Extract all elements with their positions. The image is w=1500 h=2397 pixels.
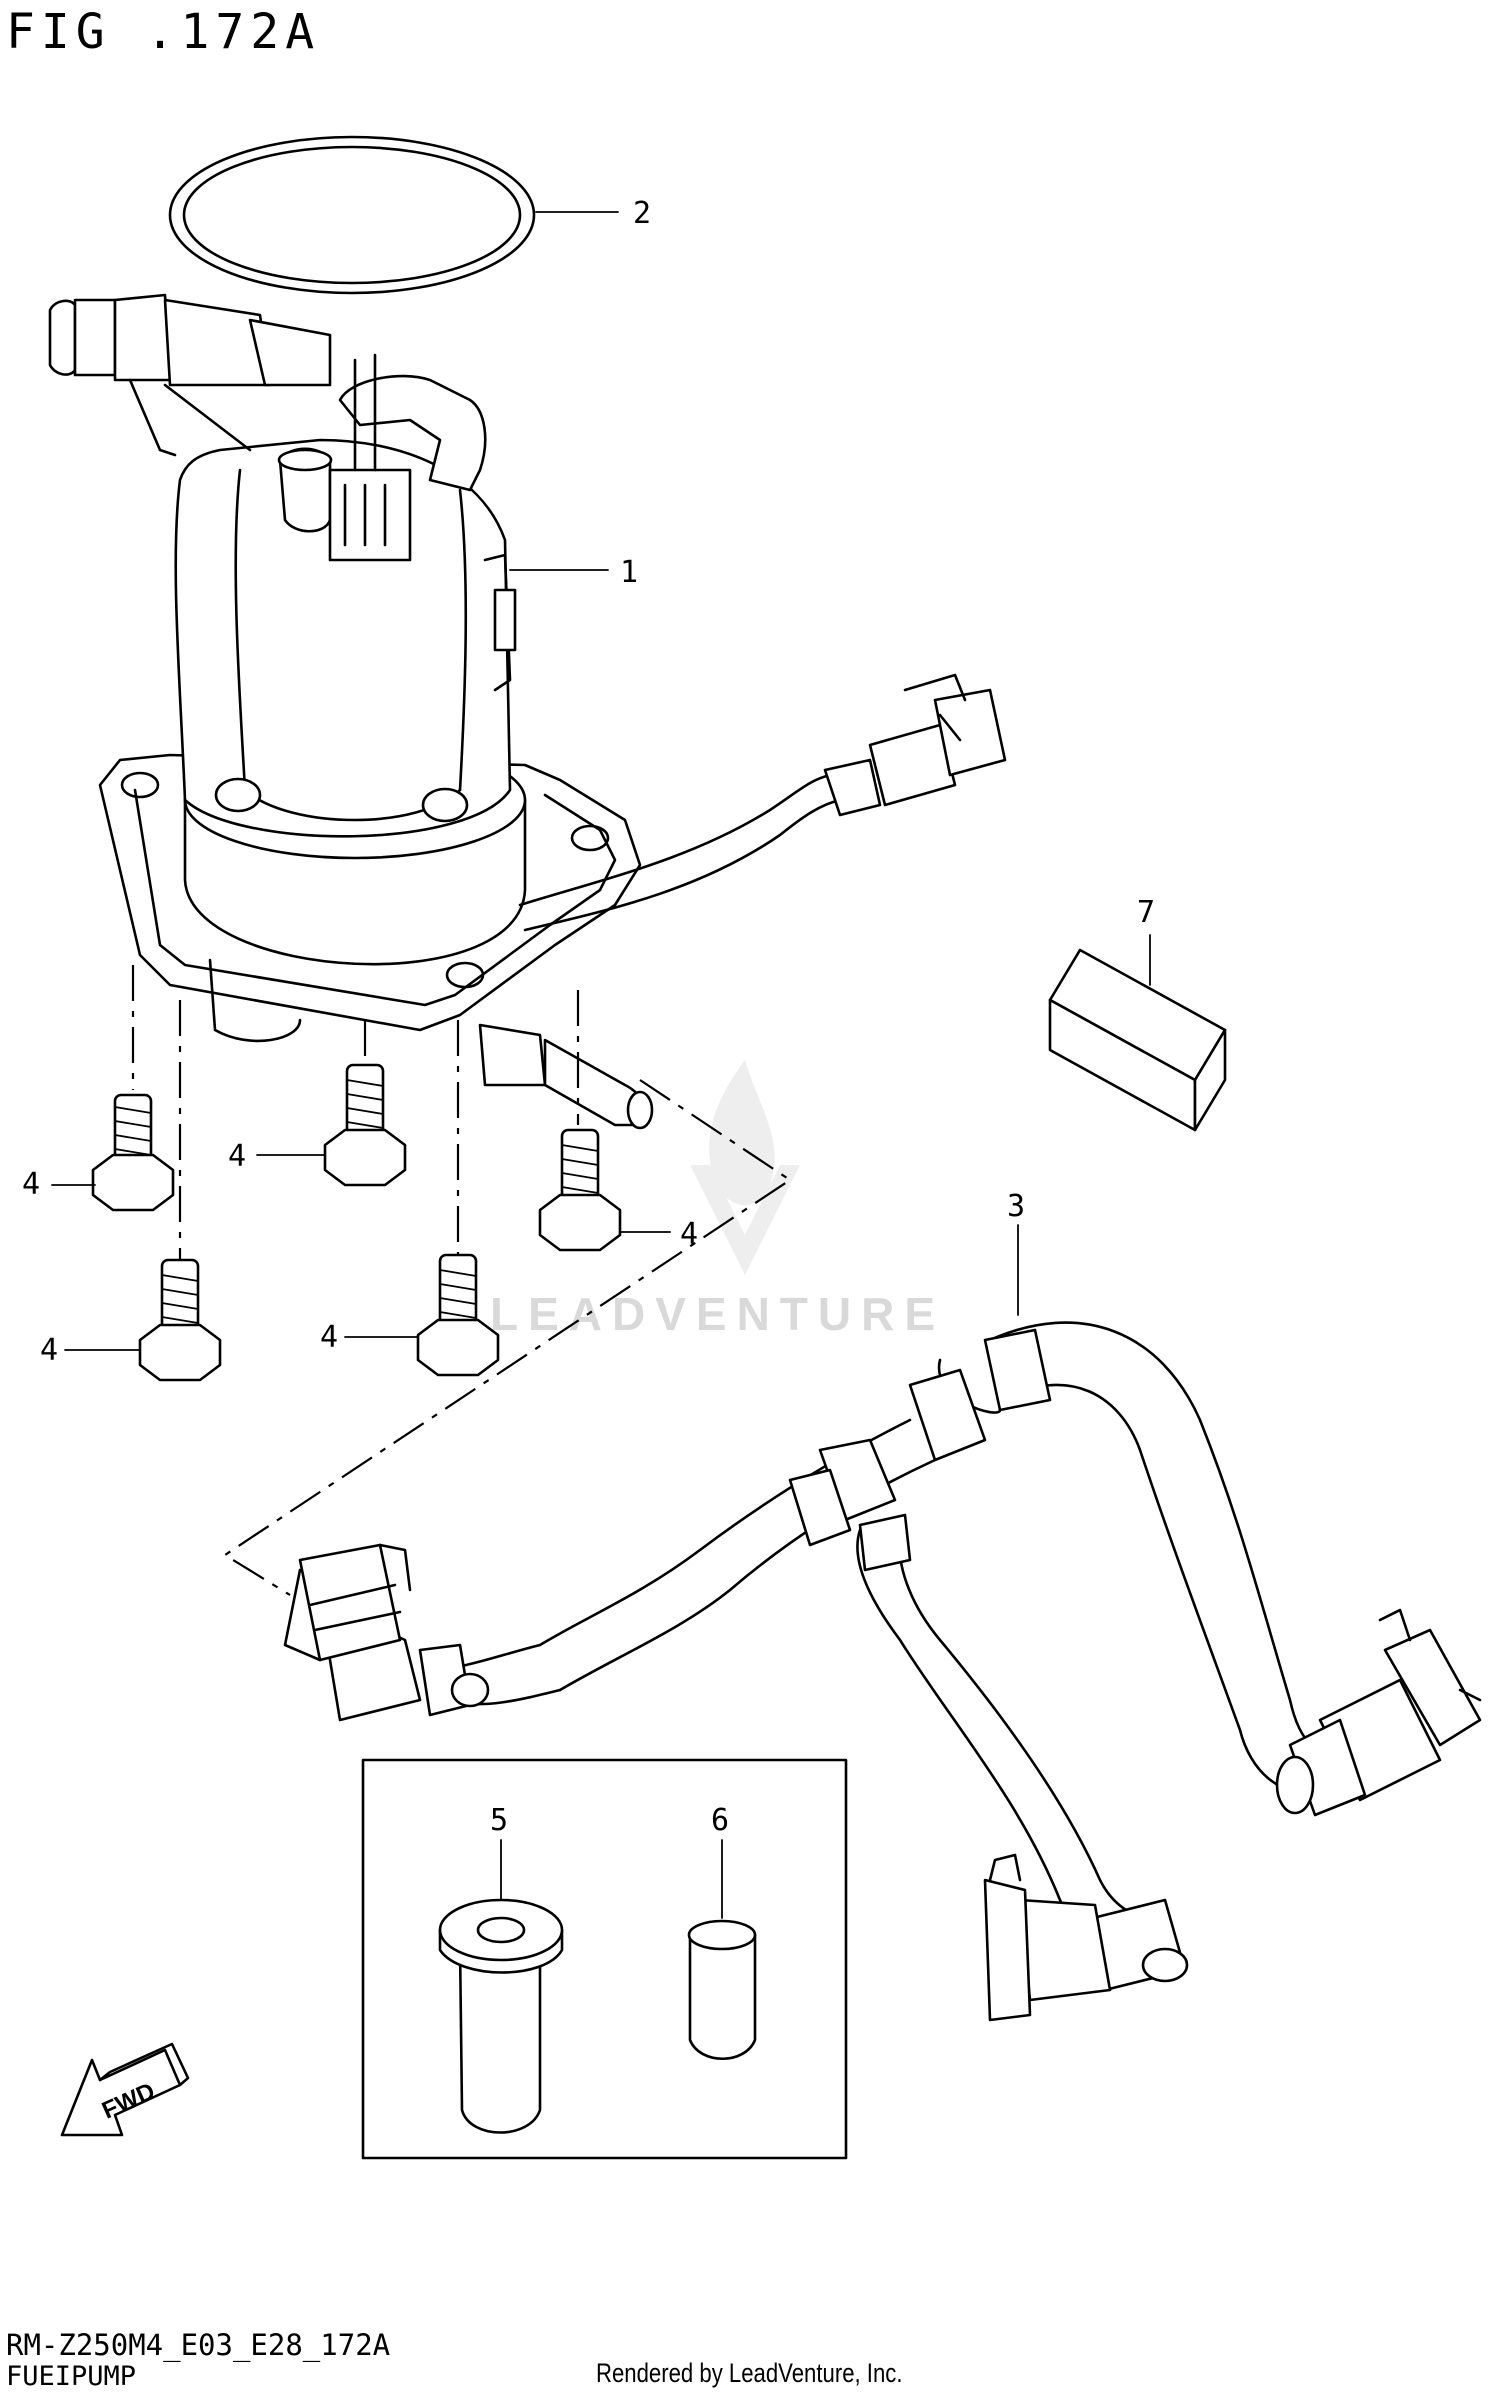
figure-title: FIG .172A — [6, 4, 321, 60]
part-1-fuel-pump — [48, 293, 1007, 1130]
callout-3: 3 — [1007, 1189, 1025, 1224]
flame-logo-icon — [690, 1060, 800, 1275]
render-credit: Rendered by LeadVenture, Inc. — [596, 2358, 903, 2388]
callout-2: 2 — [633, 196, 651, 231]
callout-4-left-upper: 4 — [22, 1167, 40, 1202]
fwd-arrow-icon: FWD — [60, 2042, 190, 2137]
part-5-fitting — [438, 1898, 564, 2134]
callout-4-center-lower: 4 — [320, 1320, 338, 1355]
callout-4-right: 4 — [680, 1217, 698, 1252]
part-3-fuel-hose — [283, 1321, 1482, 2022]
assembly-name: FUEIPUMP — [6, 2361, 137, 2392]
callout-4-center-upper: 4 — [228, 1139, 246, 1174]
callout-6: 6 — [711, 1803, 729, 1838]
callout-7: 7 — [1137, 895, 1155, 930]
watermark-text: LEADVENTURE — [490, 1288, 945, 1340]
part-2-o-ring — [168, 135, 536, 295]
callout-5: 5 — [490, 1803, 508, 1838]
assembly-guides — [131, 965, 792, 1596]
part-6-sleeve — [687, 1919, 757, 2061]
leadventure-watermark: LEADVENTURE — [490, 1060, 945, 1340]
parts-5-6-box — [361, 1758, 848, 2160]
part-7-block — [1048, 948, 1227, 1132]
leader-lines-4 — [51, 1154, 671, 1351]
callout-4-left-lower: 4 — [40, 1333, 58, 1368]
part-4-bolts — [91, 1063, 622, 1382]
diagram-code: RM-Z250M4_E03_E28_172A — [6, 2328, 391, 2362]
callout-1: 1 — [620, 555, 638, 590]
